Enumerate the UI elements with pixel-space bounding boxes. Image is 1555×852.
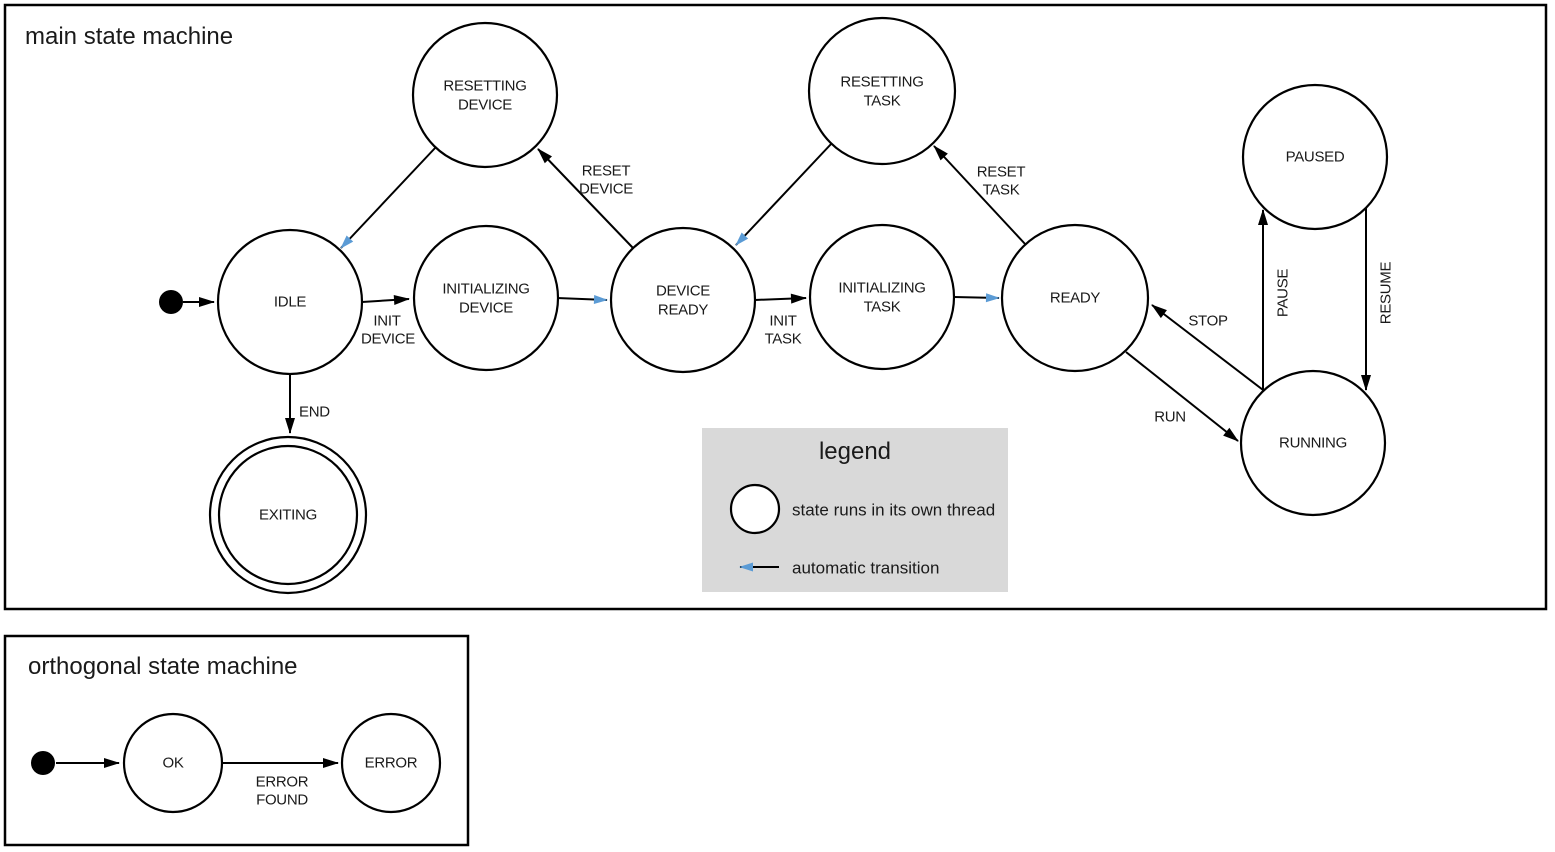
state-initializing-device-circle [412,224,560,372]
transition-reset-task-label-line1: RESET [977,164,1026,181]
state-exiting-circle [217,444,359,586]
state-error: ERROR [340,712,442,814]
main-panel-border [3,3,1548,611]
transition-end-label: END [299,404,330,421]
transition-init-task-label-line1: INIT [769,313,796,330]
state-idle: IDLE [216,228,364,376]
transition-stop-label: STOP [1188,313,1228,330]
state-resetting-task: RESETTING TASK [807,16,957,166]
state-exiting-label: EXITING [259,507,317,524]
state-resetting-device-label-line1: RESETTING [443,78,526,95]
state-idle-circle [216,228,364,376]
state-resetting-task-label-line2: TASK [864,93,901,110]
state-device-ready: DEVICE READY [609,226,757,374]
transition-auto-initializing-device-to-device-ready [556,294,608,304]
state-resetting-device-circle [411,21,559,169]
state-resetting-task-circle [807,16,957,166]
state-resetting-device-label-line2: DEVICE [458,97,512,114]
legend-threaded-state-icon [729,483,781,535]
transition-reset-task [933,145,1027,246]
transition-resume-label: RESUME [1378,262,1395,325]
main-panel-title: main state machine [25,23,233,50]
transition-stop [1151,304,1268,394]
transition-reset-task-label-line2: TASK [983,182,1020,199]
state-paused-circle [1241,83,1389,231]
state-running-label: RUNNING [1279,435,1347,452]
state-ok: OK [122,712,224,814]
state-initializing-device-label-line1: INITIALIZING [442,281,529,298]
transition-run [1125,351,1239,442]
transition-pause-label: PAUSE [1275,269,1292,318]
orthogonal-panel-title: orthogonal state machine [28,653,298,680]
transition-error-found-label-line2: FOUND [256,792,308,809]
transition-init-task [754,293,807,304]
state-error-circle [340,712,442,814]
legend: legend state runs in its own thread auto… [702,428,1008,592]
state-initializing-task: INITIALIZING TASK [808,223,956,371]
legend-item-automatic-transition: automatic transition [792,559,939,578]
orthogonal-panel-border [3,634,470,847]
state-ok-label: OK [162,755,183,772]
transition-run-label: RUN [1154,409,1186,426]
transition-reset-device-label-line2: DEVICE [579,181,633,198]
state-initializing-device-label-line2: DEVICE [459,300,513,317]
state-initializing-task-circle [808,223,956,371]
transition-auto-resetting-task-to-device-ready [735,142,833,246]
transition-auto-resetting-device-to-idle [340,146,437,249]
state-ready-label: READY [1050,290,1100,307]
state-device-ready-label-line1: DEVICE [656,283,710,300]
state-idle-label: IDLE [274,294,306,311]
transition-init-device-label-line1: INIT [373,313,400,330]
state-initializing-device: INITIALIZING DEVICE [412,224,560,372]
transition-error-found-label-line1: ERROR [256,774,309,791]
transition-init-device [361,294,410,305]
state-running-circle [1239,369,1387,517]
state-initializing-task-label-line2: TASK [864,299,901,316]
transition-init-task-label-line2: TASK [765,331,802,348]
state-device-ready-label-line2: READY [658,302,708,319]
transition-init-device-label-line2: DEVICE [361,331,415,348]
state-ok-circle [122,712,224,814]
orthogonal-initial-state-dot [31,751,55,775]
legend-item-threaded-state: state runs in its own thread [792,501,995,520]
state-resetting-task-label-line1: RESETTING [840,74,923,91]
orthogonal-state-machine-panel: orthogonal state machine ERROR FOUND OK … [3,634,470,847]
state-paused: PAUSED [1241,83,1389,231]
transition-reset-device-label-line1: RESET [582,163,631,180]
initial-state-dot [159,290,183,314]
transition-auto-initializing-task-to-ready [953,293,1000,303]
state-ready: READY [1000,223,1150,373]
legend-title: legend [819,438,891,465]
state-running: RUNNING [1239,369,1387,517]
state-device-ready-circle [609,226,757,374]
transition-reset-device [537,148,634,249]
state-error-label: ERROR [365,755,418,772]
main-state-machine-panel: main state machine INIT DEVICE RESET DEV… [3,3,1548,611]
state-paused-label: PAUSED [1286,149,1345,166]
state-exiting-final: EXITING [208,435,368,595]
state-ready-circle [1000,223,1150,373]
state-initializing-task-label-line1: INITIALIZING [838,280,925,297]
state-resetting-device: RESETTING DEVICE [411,21,559,169]
